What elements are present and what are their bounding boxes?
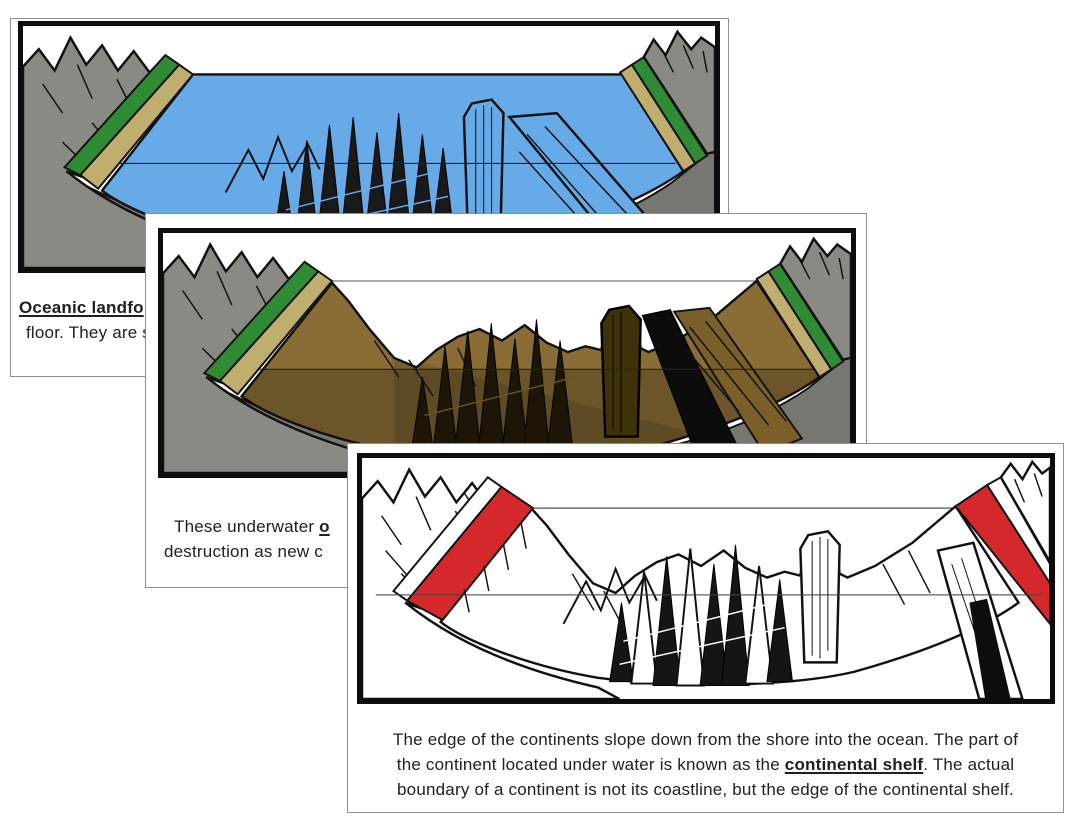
caption-bold-fragment: o xyxy=(319,517,330,536)
card-caption: Oceanic landfo floor. They are s xyxy=(19,295,151,345)
stepped-slope xyxy=(672,306,804,456)
beach-tan-strip xyxy=(218,270,334,396)
underwater-hills xyxy=(224,134,321,193)
slope-detail-lines xyxy=(571,550,931,629)
illustration-frame xyxy=(158,228,856,478)
illustration-frame xyxy=(357,453,1055,704)
card-caption: These underwater o destruction as new c xyxy=(164,514,330,564)
caption-fragment: floor. They are s xyxy=(26,323,151,342)
mid-ocean-ridge xyxy=(609,544,794,687)
mid-ocean-ridge xyxy=(410,319,576,461)
beach-tan-strip xyxy=(78,63,195,190)
card-continental-shelf: The edge of the continents slope down fr… xyxy=(347,443,1064,813)
left-mountains xyxy=(362,466,621,699)
continental-shelf-cross-section-illustration xyxy=(362,459,1050,699)
caption-bold-fragment: Oceanic landfo xyxy=(19,298,144,317)
card-oceanic-ridges: These underwater o destruction as new c xyxy=(145,213,867,588)
shelf-break-cliff-lines xyxy=(463,523,527,613)
caption-fragment: the continent located under water is kno… xyxy=(396,755,785,774)
continental-shelf-red-band xyxy=(954,483,1050,626)
seamount-pillar xyxy=(600,304,642,438)
caption-bold-fragment: continental shelf xyxy=(784,755,924,774)
caption-line: boundary of a continent is not its coast… xyxy=(397,780,1014,799)
caption-fragment: destruction as new c xyxy=(164,542,323,561)
exposed-seafloor-cross-section-illustration xyxy=(163,236,851,473)
continental-shelf-red-band xyxy=(405,485,535,622)
right-mountains xyxy=(954,459,1050,626)
seamount-pillar xyxy=(462,98,505,233)
caption-fragment: . The actual xyxy=(923,755,1015,774)
coast-green-strip xyxy=(767,262,845,371)
caption-fragment: These underwater xyxy=(174,517,320,536)
caption-line: The edge of the continents slope down fr… xyxy=(392,730,1019,749)
right-mountains xyxy=(755,236,851,379)
shore-strip xyxy=(985,475,1050,586)
card-caption: The edge of the continents slope down fr… xyxy=(348,727,1063,802)
ocean-trench xyxy=(936,541,1024,699)
coast-green-strip xyxy=(630,55,709,165)
right-mountains xyxy=(618,29,715,173)
seamount-pillar xyxy=(799,529,841,664)
